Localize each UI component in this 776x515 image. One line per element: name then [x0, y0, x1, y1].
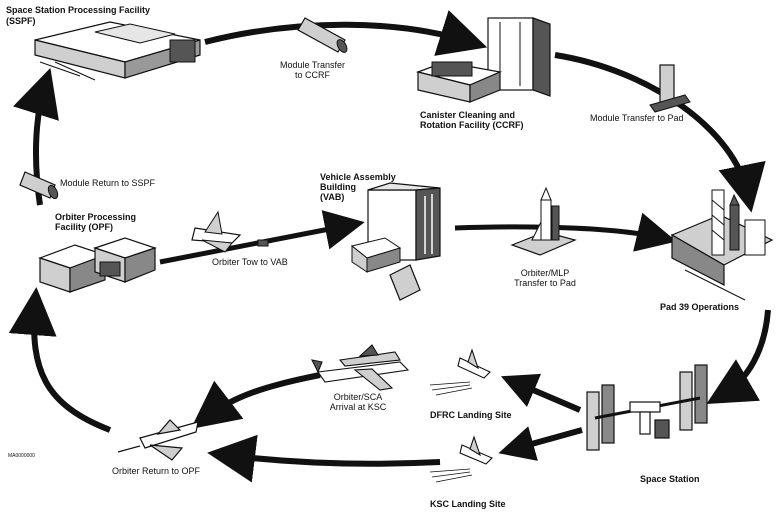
arrow-sca-to-opf	[205, 375, 320, 418]
dfrc-landing-site-label: DFRC Landing Site	[430, 410, 512, 420]
dfrc-orbiter-illustration	[430, 350, 490, 395]
ccrf-line2: Rotation Facility (CCRF)	[420, 120, 524, 130]
vab-line2: Building	[320, 182, 396, 192]
ccrf-line1: Canister Cleaning and	[420, 110, 524, 120]
arrow-pad-to-station	[722, 310, 768, 395]
orbiter-sca-line2: Arrival at KSC	[318, 402, 398, 412]
vab-label: Vehicle Assembly Building (VAB)	[320, 172, 396, 202]
orbiter-mlp-line1: Orbiter/MLP	[505, 268, 585, 278]
orbiter-tow-vab-label: Orbiter Tow to VAB	[212, 257, 288, 267]
space-station-illustration	[587, 365, 707, 450]
module-transfer-ccrf-line1: Module Transfer	[270, 60, 355, 70]
pad-39-operations-label: Pad 39 Operations	[660, 302, 739, 312]
module-transfer-ccrf-label: Module Transfer to CCRF	[270, 60, 355, 80]
orbiter-mlp-illustration	[512, 188, 575, 255]
arrow-ccrf-to-pad	[555, 55, 748, 195]
arrow-ksc-to-opf	[225, 455, 440, 464]
orbiter-sca-label: Orbiter/SCA Arrival at KSC	[318, 392, 398, 412]
vab-line3: (VAB)	[320, 192, 396, 202]
orbiter-return-opf-label: Orbiter Return to OPF	[112, 466, 200, 476]
ccrf-label: Canister Cleaning and Rotation Facility …	[420, 110, 524, 130]
pad-39-illustration	[672, 190, 772, 300]
sspf-building-illustration	[35, 22, 200, 80]
module-transfer-pad-label: Module Transfer to Pad	[590, 113, 684, 123]
space-station-label: Space Station	[640, 474, 700, 484]
sspf-label: Space Station Processing Facility	[6, 5, 150, 15]
opf-label: Orbiter Processing Facility (OPF)	[55, 212, 136, 232]
arrow-opf-return-loop	[34, 305, 110, 430]
orbiter-mlp-transfer-label: Orbiter/MLP Transfer to Pad	[505, 268, 585, 288]
orbiter-sca-line1: Orbiter/SCA	[318, 392, 398, 402]
arrow-station-to-dfrc	[512, 381, 580, 410]
orbiter-return-illustration	[118, 420, 198, 460]
opf-line1: Orbiter Processing	[55, 212, 136, 222]
sca-carrier-illustration	[312, 345, 408, 390]
module-return-sspf-label: Module Return to SSPF	[60, 178, 155, 188]
opf-building-illustration	[40, 238, 155, 292]
orbiter-tow-illustration	[192, 212, 268, 252]
arrow-station-to-ksc	[510, 430, 582, 450]
opf-line2: Facility (OPF)	[55, 222, 136, 232]
figure-id-label: MA0000000	[8, 453, 35, 459]
module-transfer-ccrf-line2: to CCRF	[270, 70, 355, 80]
ksc-landing-site-label: KSC Landing Site	[430, 499, 506, 509]
sspf-abbr-label: (SSPF)	[6, 16, 36, 26]
vab-line1: Vehicle Assembly	[320, 172, 396, 182]
orbiter-mlp-line2: Transfer to Pad	[505, 278, 585, 288]
